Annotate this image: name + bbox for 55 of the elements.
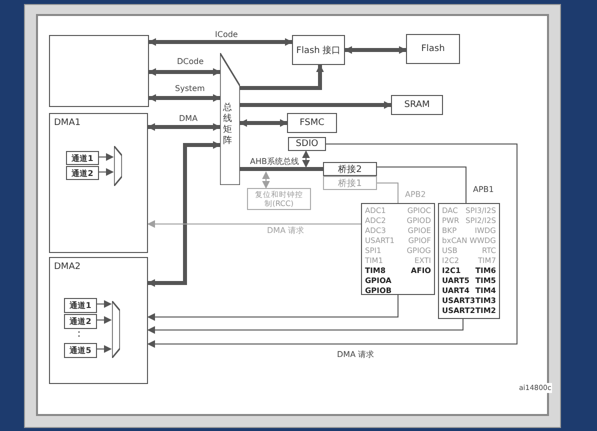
connector-line <box>376 182 398 204</box>
memory-box: SRAM <box>391 95 443 115</box>
controller-box: FSMC <box>287 113 337 133</box>
bus-matrix <box>220 53 240 185</box>
arrow <box>240 64 324 90</box>
edge-label: System <box>174 84 206 94</box>
arrow <box>262 171 270 189</box>
arrow <box>148 94 221 102</box>
box-title: DMA1 <box>54 118 81 128</box>
channel-box: 通道1 <box>64 298 97 313</box>
box-title: DMA2 <box>54 262 81 272</box>
channel-box: 通道2 <box>66 166 99 180</box>
channel-box: 通道5 <box>64 343 97 358</box>
connector-line <box>376 166 466 204</box>
edge-label: AHB系统总线 <box>249 157 300 167</box>
connector-line <box>240 167 323 171</box>
edge-label: ICode <box>214 30 239 40</box>
arrow <box>344 46 407 54</box>
multiplexer-shape <box>112 301 120 358</box>
arrow <box>147 141 221 287</box>
arrow <box>98 153 114 161</box>
edge-label: APB1 <box>472 185 495 195</box>
arrow <box>148 38 293 46</box>
arrow <box>147 294 398 321</box>
arrow <box>240 101 392 109</box>
arrow <box>147 220 362 228</box>
peripheral-box <box>438 203 500 319</box>
bridge-box: 桥接1 <box>323 176 377 190</box>
arrow <box>147 318 464 334</box>
bus-matrix-label: 总线矩阵 <box>223 103 233 147</box>
arrow <box>239 119 288 127</box>
arrow <box>148 68 221 76</box>
channel-box: 通道2 <box>64 314 97 329</box>
memory-box: Flash <box>406 34 460 64</box>
peripheral-box <box>361 203 435 295</box>
arrow <box>96 345 112 353</box>
arrow <box>147 144 518 348</box>
controller-box <box>49 257 148 384</box>
processor-box <box>49 35 149 107</box>
edge-label: DCode <box>176 57 205 67</box>
arrow <box>98 168 114 176</box>
arrow <box>302 150 310 168</box>
channel-box: 通道1 <box>66 151 99 165</box>
edge-label: DMA 请求 <box>336 350 376 360</box>
edge-label: APB2 <box>404 190 427 200</box>
multiplexer-shape <box>114 146 122 186</box>
edge-label: DMA 请求 <box>266 226 306 236</box>
edge-label: DMA <box>178 114 199 124</box>
controller-box <box>49 113 148 253</box>
controller-box: SDIO <box>288 137 326 151</box>
arrow <box>96 316 112 324</box>
arrow <box>96 300 112 308</box>
arrow <box>147 123 221 131</box>
bridge-box: 桥接2 <box>323 162 377 176</box>
interface-box: Flash 接口 <box>292 35 345 65</box>
